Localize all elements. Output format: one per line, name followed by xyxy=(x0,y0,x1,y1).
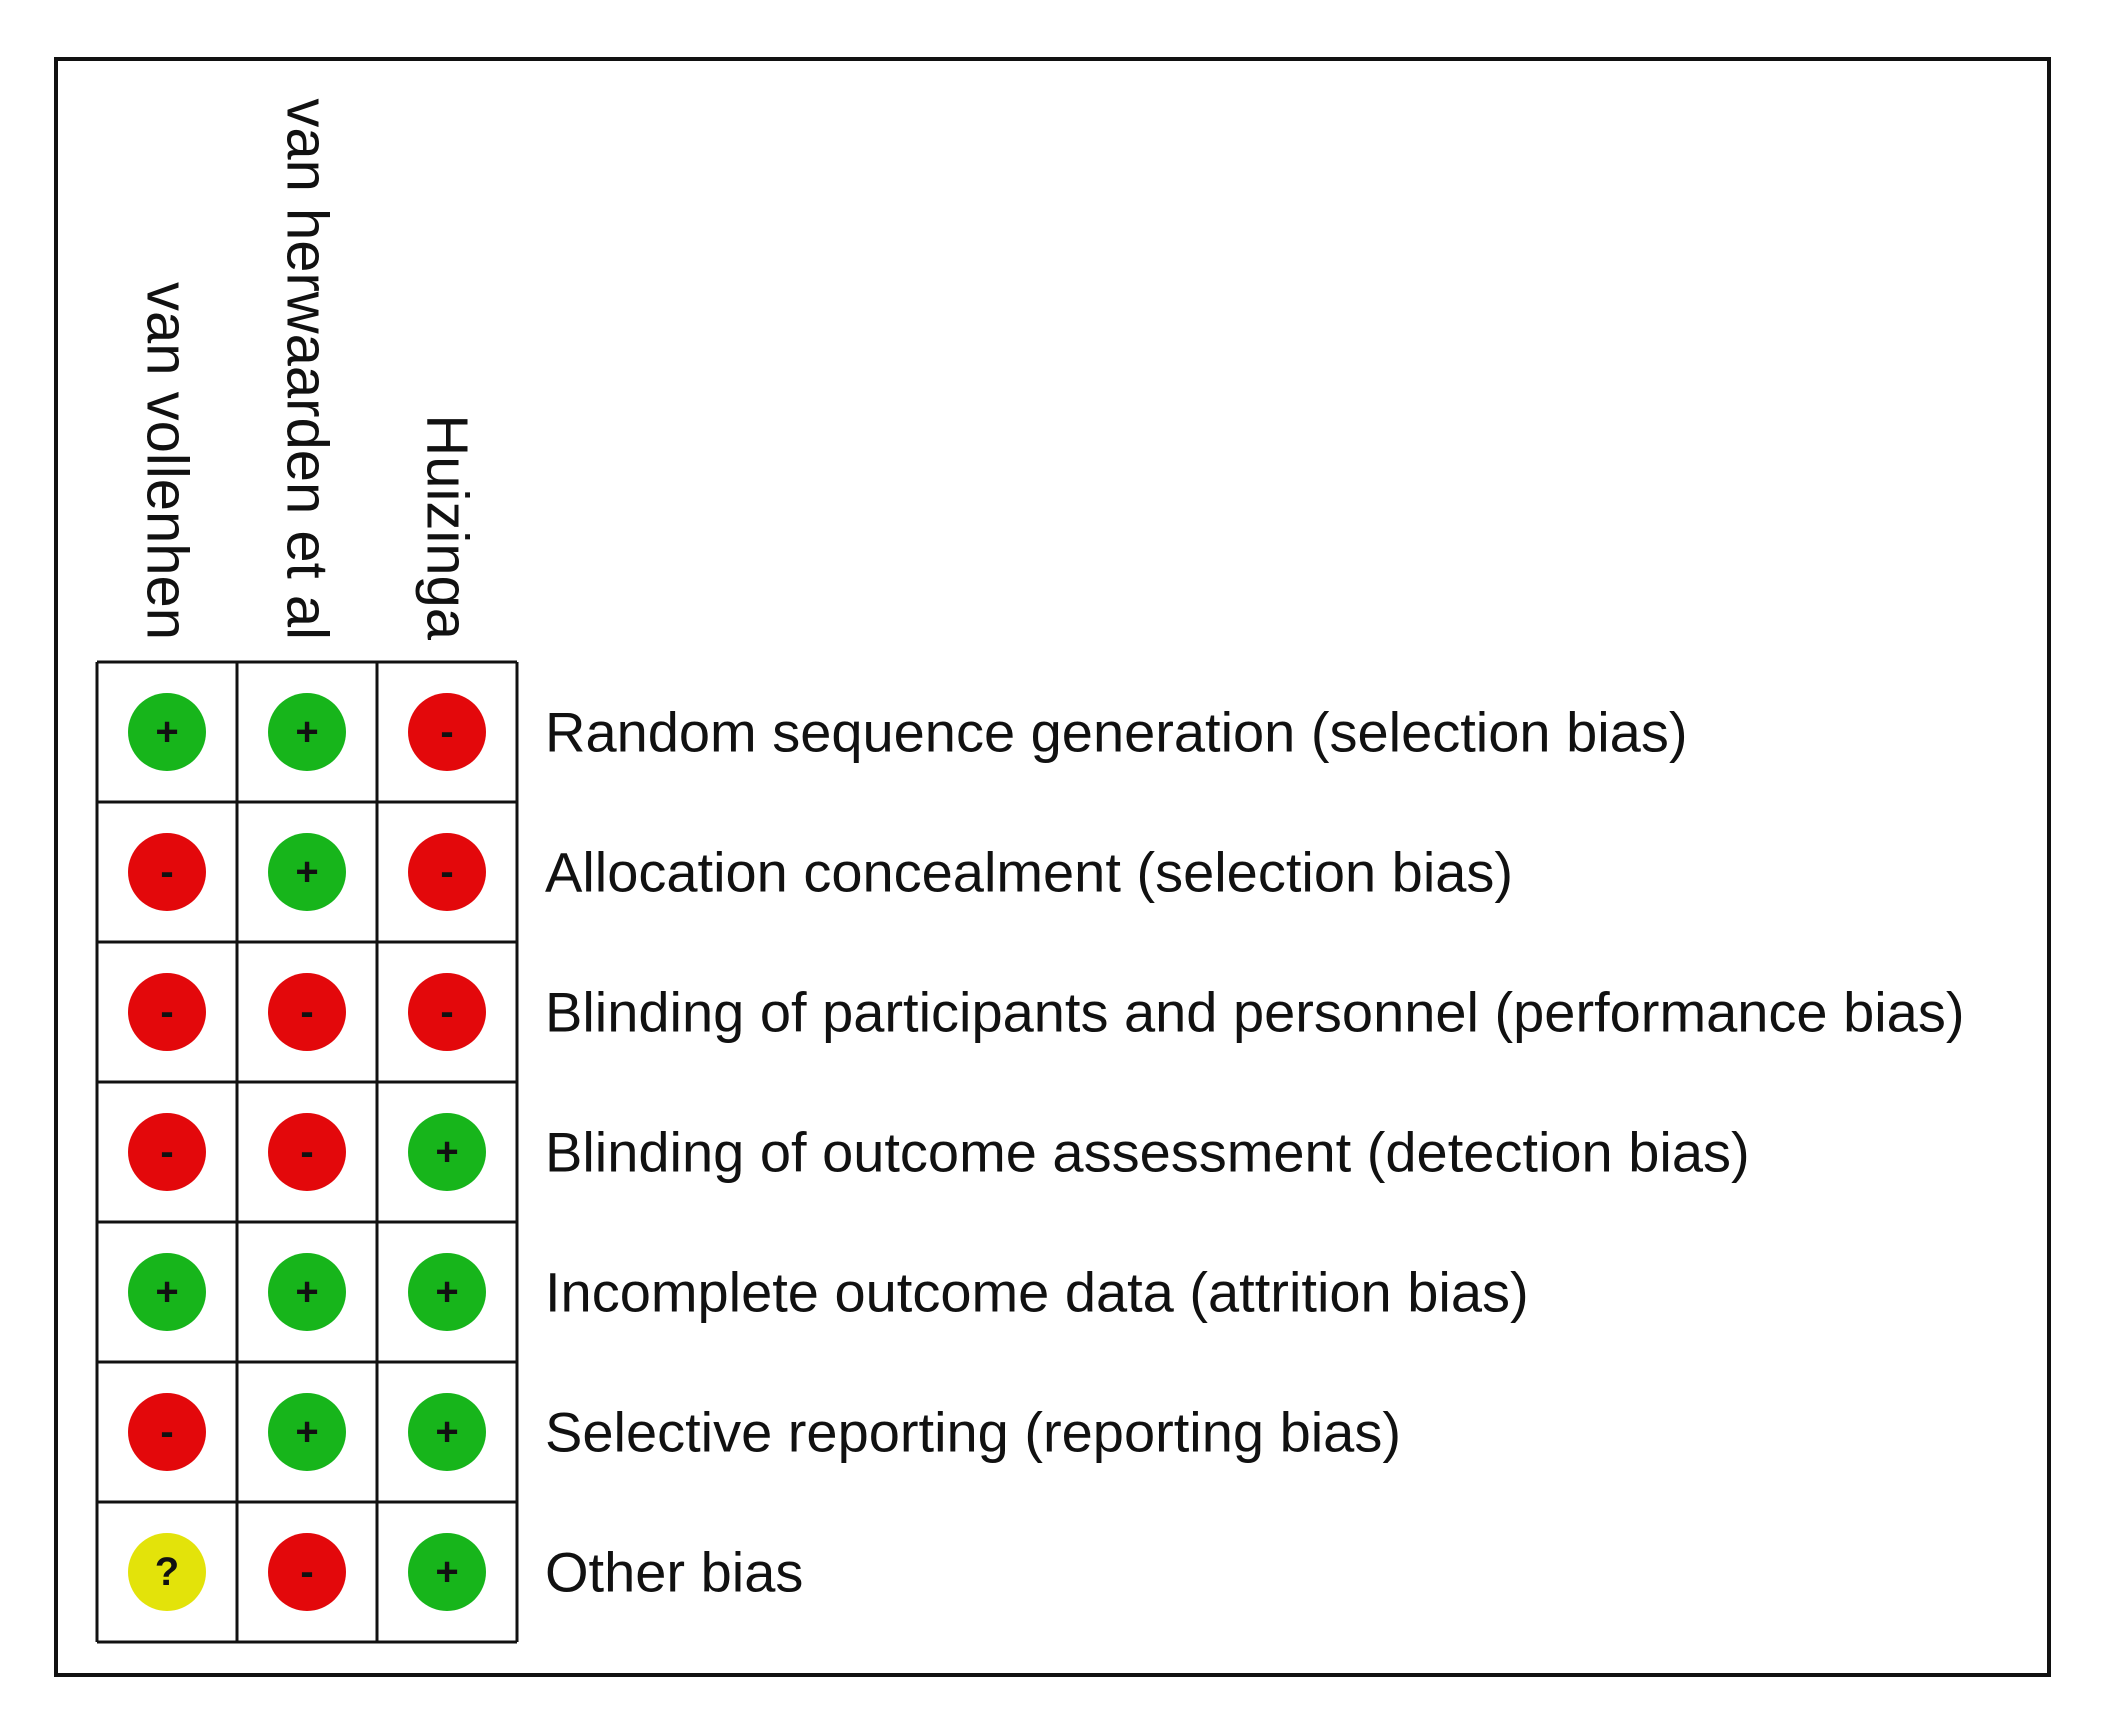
risk-mark-high xyxy=(408,973,486,1051)
risk-symbol-high: - xyxy=(300,990,313,1034)
domain-label: Selective reporting (reporting bias) xyxy=(545,1401,1401,1464)
risk-mark-low xyxy=(268,1393,346,1471)
risk-symbol-unclear: ? xyxy=(155,1550,179,1594)
risk-mark-low xyxy=(268,833,346,911)
risk-symbol-high: - xyxy=(440,990,453,1034)
domain-label: Blinding of participants and personnel (… xyxy=(545,981,1964,1044)
figure-frame xyxy=(54,57,2051,1677)
risk-mark-unclear xyxy=(128,1533,206,1611)
risk-symbol-high: - xyxy=(440,850,453,894)
domain-label: Allocation concealment (selection bias) xyxy=(545,841,1513,904)
risk-mark-low xyxy=(408,1393,486,1471)
study-label: van vollenhen xyxy=(135,282,200,640)
domain-label: Random sequence generation (selection bi… xyxy=(545,701,1687,764)
risk-symbol-low: + xyxy=(435,1550,458,1594)
risk-symbol-low: + xyxy=(155,1270,178,1314)
risk-mark-high xyxy=(268,1113,346,1191)
risk-symbol-high: - xyxy=(160,990,173,1034)
risk-mark-low xyxy=(268,693,346,771)
risk-mark-low xyxy=(268,1253,346,1331)
risk-symbol-high: - xyxy=(160,1130,173,1174)
risk-symbol-low: + xyxy=(295,850,318,894)
study-label: van herwaarden et al xyxy=(275,98,340,640)
risk-symbol-high: - xyxy=(300,1130,313,1174)
risk-symbol-high: - xyxy=(300,1550,313,1594)
risk-mark-low xyxy=(408,1113,486,1191)
risk-symbol-low: + xyxy=(295,710,318,754)
risk-symbol-high: - xyxy=(160,1410,173,1454)
risk-symbol-low: + xyxy=(155,710,178,754)
risk-mark-high xyxy=(408,693,486,771)
risk-symbol-low: + xyxy=(295,1270,318,1314)
risk-symbol-low: + xyxy=(435,1130,458,1174)
risk-mark-high xyxy=(268,1533,346,1611)
study-label: Huizinga xyxy=(415,414,480,640)
risk-symbol-low: + xyxy=(295,1410,318,1454)
risk-mark-high xyxy=(128,1393,206,1471)
risk-mark-high xyxy=(408,833,486,911)
domain-label: Other bias xyxy=(545,1541,803,1604)
domain-label: Blinding of outcome assessment (detectio… xyxy=(545,1121,1750,1184)
risk-mark-low xyxy=(408,1533,486,1611)
risk-mark-high xyxy=(268,973,346,1051)
risk-symbol-high: - xyxy=(440,710,453,754)
risk-mark-high xyxy=(128,1113,206,1191)
risk-mark-high xyxy=(128,973,206,1051)
risk-symbol-low: + xyxy=(435,1270,458,1314)
risk-mark-low xyxy=(128,693,206,771)
risk-symbol-high: - xyxy=(160,850,173,894)
risk-mark-low xyxy=(408,1253,486,1331)
domain-label: Incomplete outcome data (attrition bias) xyxy=(545,1261,1529,1324)
risk-mark-low xyxy=(128,1253,206,1331)
risk-mark-high xyxy=(128,833,206,911)
risk-symbol-low: + xyxy=(435,1410,458,1454)
